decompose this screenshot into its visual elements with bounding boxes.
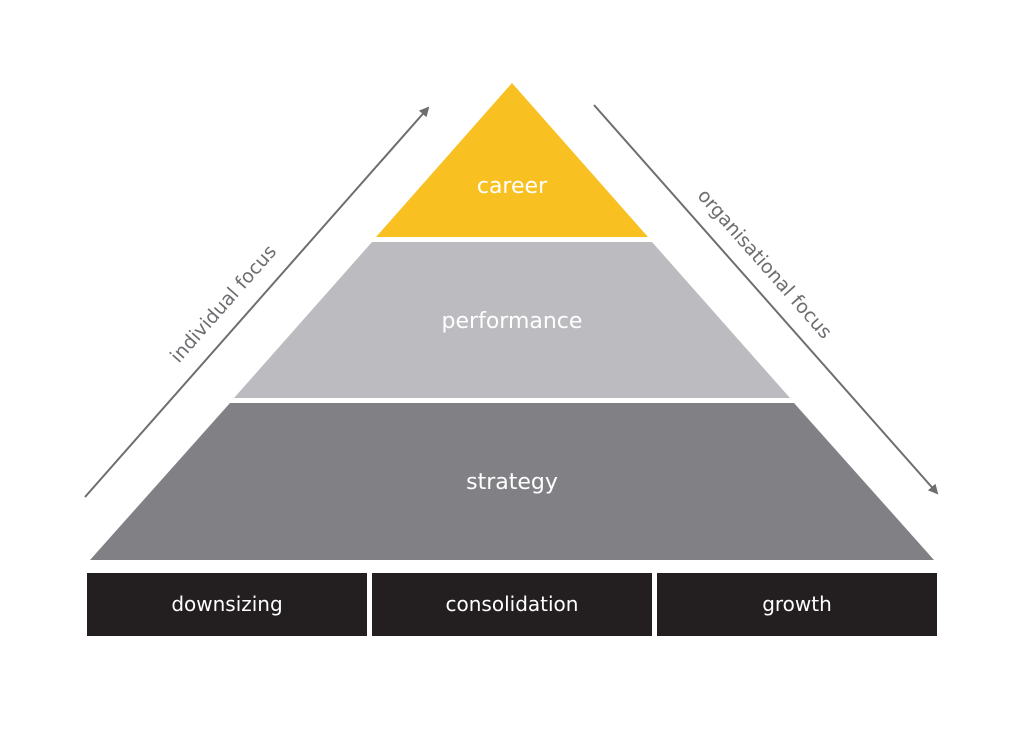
growth-label: growth <box>762 592 832 616</box>
strategy-label: strategy <box>466 470 558 495</box>
down-arrow-icon <box>593 104 939 495</box>
downsizing-label: downsizing <box>171 592 282 616</box>
pyramid-layer-performance: performance <box>234 242 790 398</box>
performance-label: performance <box>442 309 583 334</box>
up-arrow-icon <box>84 106 430 498</box>
individual-focus-label: individual focus <box>166 241 281 367</box>
consolidation-label: consolidation <box>446 592 579 616</box>
base-box-consolidation: consolidation <box>372 573 652 636</box>
base-box-growth: growth <box>657 573 937 636</box>
base-box-downsizing: downsizing <box>87 573 367 636</box>
pyramid-layer-strategy: strategy <box>90 403 934 560</box>
career-label: career <box>477 174 548 199</box>
pyramid-layer-career: career <box>376 83 648 237</box>
